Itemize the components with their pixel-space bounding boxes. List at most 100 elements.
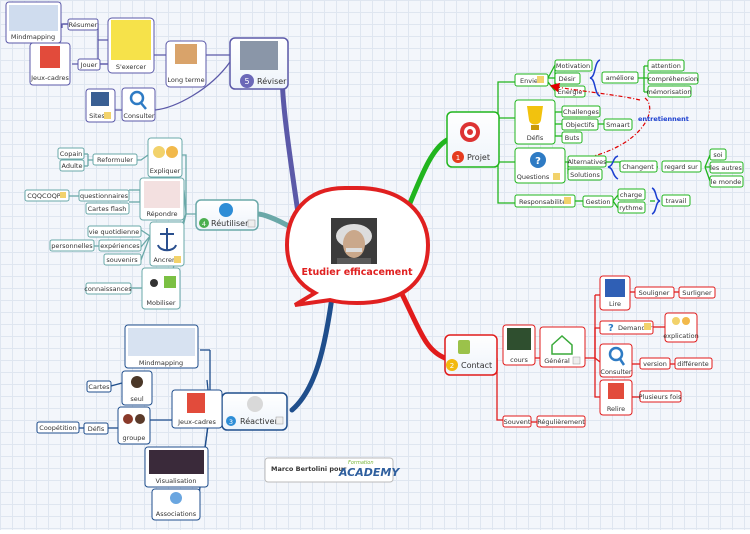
node-surligner[interactable]: Surligner [678, 286, 716, 299]
topic-projet[interactable]: 1 Projet [446, 111, 500, 168]
node-objectifs[interactable]: Objectifs [561, 118, 599, 131]
node-general[interactable]: Général [539, 326, 586, 368]
node-souligner[interactable]: Souligner [634, 286, 675, 299]
node-competition[interactable]: Coopétition [36, 421, 80, 434]
node-jeux-cadres-reviser[interactable]: Jeux-cadres [29, 42, 71, 86]
svg-text:le monde: le monde [711, 178, 741, 186]
svg-text:Smaart: Smaart [606, 121, 630, 129]
svg-text:2: 2 [450, 362, 454, 370]
node-challenges[interactable]: Challenges [561, 105, 601, 118]
svg-text:mémorisation: mémorisation [647, 88, 692, 96]
node-changent[interactable]: Changent [619, 160, 658, 173]
node-plusieurs-fois[interactable]: Plusieurs fois [639, 390, 682, 403]
topic-reviser[interactable]: 5 Réviser [229, 37, 289, 90]
node-explication[interactable]: explication [663, 312, 699, 343]
node-regard-sur[interactable]: regard sur [661, 160, 702, 173]
node-expliquer[interactable]: Expliquer [147, 137, 183, 178]
node-copain[interactable]: Copain [57, 147, 85, 160]
node-cqqcoqp[interactable]: CQQCOQP [24, 189, 70, 202]
node-relire[interactable]: Relire [599, 379, 633, 416]
svg-text:Répondre: Répondre [146, 210, 177, 218]
svg-text:Visualisation: Visualisation [155, 477, 196, 485]
node-experiences[interactable]: expériences [98, 239, 142, 252]
node-jouer[interactable]: Jouer [77, 58, 101, 71]
node-travail[interactable]: travail [661, 194, 691, 207]
node-lire[interactable]: Lire [599, 275, 631, 311]
node-sites[interactable]: Sites [85, 88, 116, 123]
node-cartes-flash[interactable]: Cartes flash [85, 202, 130, 215]
node-repondre[interactable]: Répondre [139, 177, 185, 221]
central-topic[interactable]: Etudier efficacement [284, 186, 431, 307]
node-souvent[interactable]: Souvent [502, 415, 532, 428]
node-solutions[interactable]: Solutions [567, 168, 603, 181]
relationship-line [574, 97, 651, 161]
node-smaart[interactable]: Smaart [603, 118, 633, 131]
exercise-people-image [111, 20, 151, 60]
node-resumer[interactable]: Résumer [67, 18, 99, 31]
topic-reactiver[interactable]: 3 Réactiver [221, 392, 288, 431]
node-long-terme[interactable]: Long terme [165, 40, 207, 88]
node-charge[interactable]: charge [617, 188, 646, 201]
node-sexercer[interactable]: S'exercer [107, 17, 155, 74]
branch-line-reutiliser [255, 211, 295, 231]
node-differente[interactable]: différente [674, 357, 713, 370]
node-gestion[interactable]: Gestion [582, 195, 614, 208]
node-connaissances[interactable]: connaissances [84, 282, 132, 295]
node-defis-reactiver[interactable]: Défis [83, 422, 109, 435]
node-associations[interactable]: Associations [151, 488, 201, 521]
node-reformuler[interactable]: Reformuler [92, 153, 138, 166]
note-icon [553, 173, 560, 180]
node-version[interactable]: version [639, 357, 671, 370]
node-les-autres[interactable]: les autres [709, 161, 744, 174]
node-rythme[interactable]: rythme [617, 201, 646, 214]
svg-text:Régulièrement: Régulièrement [537, 418, 585, 426]
svg-text:Plusieurs fois: Plusieurs fois [639, 393, 682, 401]
node-alternatives[interactable]: Alternatives [567, 155, 607, 168]
node-defis-projet[interactable]: Défis [514, 99, 556, 145]
node-demander[interactable]: ? Demander [599, 320, 654, 335]
node-jeux-cadres-reactiver[interactable]: Jeux-cadres [171, 389, 223, 429]
node-adulte[interactable]: Adulte [59, 159, 85, 172]
home-icon [551, 334, 573, 355]
node-mindmapping-reviser[interactable]: Mindmapping [5, 1, 62, 44]
node-responsabilites[interactable]: Responsabilités [514, 194, 576, 208]
node-le-monde[interactable]: le monde [709, 175, 744, 188]
node-attention[interactable]: attention [647, 59, 685, 72]
node-souvenirs[interactable]: souvenirs [103, 253, 142, 266]
node-cours[interactable]: cours [502, 324, 536, 366]
node-mobiliser[interactable]: Mobiliser [141, 267, 181, 310]
node-seul[interactable]: seul [121, 370, 153, 406]
svg-text:questionnaires: questionnaires [80, 192, 129, 200]
node-soi[interactable]: soi [709, 148, 727, 161]
note-icon [644, 323, 651, 330]
node-consulter-contact[interactable]: Consulter [599, 343, 633, 378]
einstein-portrait [331, 218, 377, 264]
node-buts[interactable]: Buts [561, 131, 583, 144]
boundary-brace [651, 187, 661, 215]
node-regulierement[interactable]: Régulièrement [536, 415, 586, 428]
node-desir[interactable]: Désir [554, 72, 581, 85]
node-comprehension[interactable]: compréhension [647, 72, 699, 85]
topic-reutiliser[interactable]: 4 Réutiliser [195, 199, 259, 231]
node-motivation[interactable]: Motivation [554, 59, 593, 72]
node-questionnaires[interactable]: questionnaires [78, 189, 130, 202]
node-personnelles[interactable]: personnelles [49, 239, 95, 252]
node-memorisation[interactable]: mémorisation [647, 85, 692, 98]
node-questions[interactable]: ? Questions [514, 147, 566, 184]
svg-text:Cartes: Cartes [88, 383, 110, 391]
svg-text:Adulte: Adulte [62, 162, 83, 170]
node-groupe[interactable]: groupe [117, 406, 151, 445]
node-cartes[interactable]: Cartes [86, 380, 112, 393]
node-ameliore[interactable]: améliore [601, 71, 639, 84]
node-visualisation[interactable]: Visualisation [144, 446, 209, 488]
svg-text:regard sur: regard sur [664, 163, 698, 171]
topic-contact[interactable]: 2 Contact [444, 334, 498, 376]
note-icon [247, 219, 256, 228]
node-ancrer[interactable]: Ancrer [149, 221, 185, 267]
node-consulter-reviser[interactable]: Consulter [121, 87, 156, 122]
svg-text:Jouer: Jouer [80, 61, 98, 69]
visualisation-image [149, 450, 204, 474]
node-envie[interactable]: Envie [514, 73, 549, 87]
node-mindmapping-reactiver[interactable]: Mindmapping [124, 324, 199, 369]
node-vie-quotidienne[interactable]: vie quotidienne [87, 225, 142, 238]
